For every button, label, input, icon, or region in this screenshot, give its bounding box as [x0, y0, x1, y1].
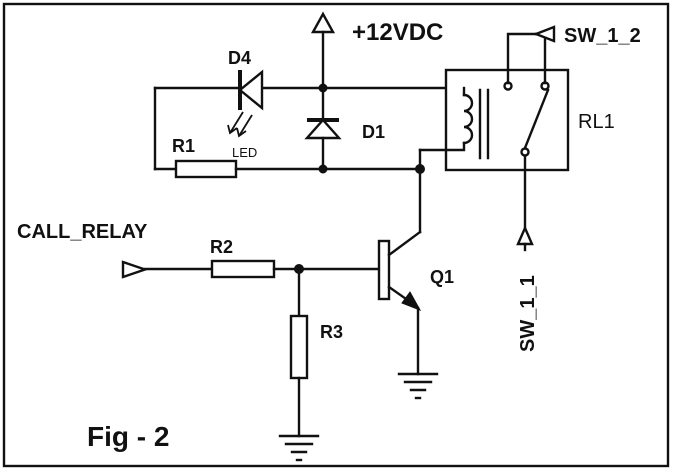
figure-caption: Fig - 2: [87, 421, 169, 452]
resistor-r2-ref: R2: [210, 237, 233, 257]
transistor-q1: Q1: [377, 230, 454, 376]
power-rail-12v: +12VDC: [310, 11, 443, 90]
resistor-r2: R2: [210, 237, 384, 279]
transistor-q1-ref: Q1: [430, 267, 454, 287]
led-d4: D4 LED: [227, 48, 264, 160]
ground-symbol-r3: [278, 434, 320, 462]
relay-rl1: RL1: [418, 68, 615, 172]
led-d4-sub-label: LED: [232, 145, 257, 160]
resistor-r3-ref: R3: [320, 322, 343, 342]
resistor-r1-ref: R1: [172, 136, 195, 156]
switch-terminal-sw12: SW_1_2: [506, 25, 641, 85]
switch-terminal-sw12-label: SW_1_2: [564, 25, 641, 47]
input-call-relay: CALL_RELAY: [17, 221, 214, 279]
switch-terminal-sw11-label: SW_1_1: [517, 275, 539, 352]
input-call-relay-label: CALL_RELAY: [17, 221, 148, 243]
switch-terminal-sw11: SW_1_1: [516, 154, 539, 352]
ground-symbol-q1: [397, 372, 439, 400]
figure-frame: [2, 2, 670, 468]
diode-d1: D1: [304, 86, 385, 174]
relay-rl1-ref: RL1: [578, 111, 615, 133]
diode-d1-ref: D1: [362, 122, 385, 142]
resistor-r3: R3: [289, 267, 343, 438]
resistor-r1: R1: [153, 136, 422, 179]
power-rail-label: +12VDC: [352, 19, 443, 46]
led-d4-ref: D4: [228, 48, 251, 68]
